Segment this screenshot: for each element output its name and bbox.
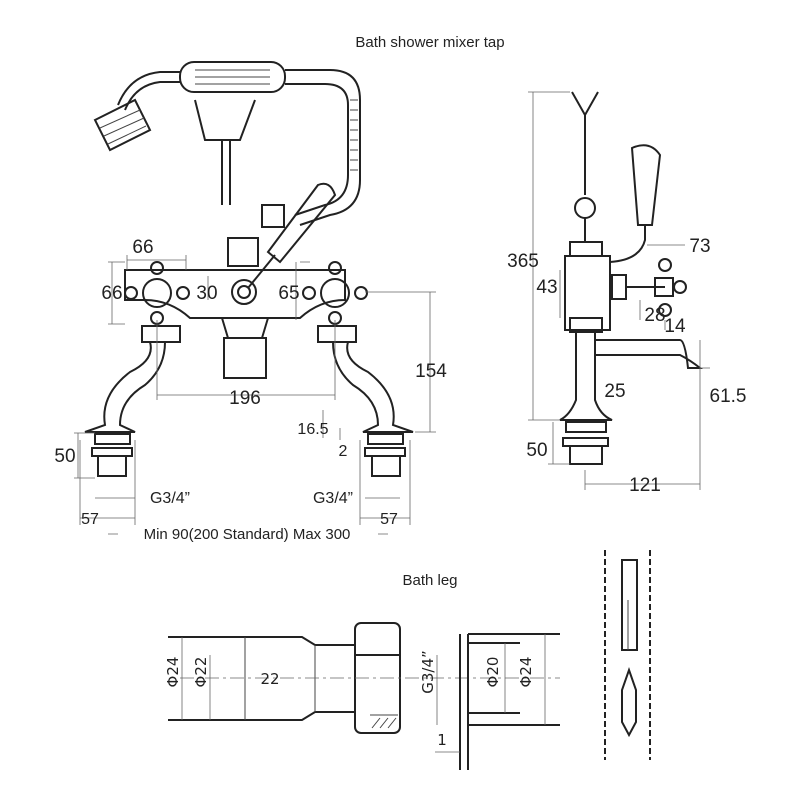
cross-handle-right — [302, 261, 368, 325]
dim-valve-offset: 28 — [644, 305, 665, 326]
dim-body-to-handle: 65 — [278, 283, 299, 304]
side-view: 365 73 43 28 14 25 61.5 50 121 — [507, 91, 747, 496]
dim-spacing-range: Min 90(200 Standard) Max 300 — [144, 526, 351, 543]
front-dimension-lines — [74, 255, 436, 535]
bath-leg-section — [168, 550, 651, 770]
dim-leg-length: 22 — [260, 670, 279, 688]
dim-thread-right: G3/4” — [313, 490, 353, 507]
leg-right — [317, 325, 414, 477]
dim-flange-right: 57 — [380, 511, 398, 528]
side-dimension-lines — [528, 91, 710, 490]
cross-handle-left — [124, 261, 190, 325]
title-main: Bath shower mixer tap — [355, 34, 504, 51]
lever-handle — [247, 182, 337, 289]
tap-body — [124, 237, 346, 379]
dim-body-height: 30 — [196, 283, 217, 304]
dim-leg-seat-dia: Φ20 — [484, 657, 502, 688]
dim-thread-left: G3/4” — [150, 490, 190, 507]
dim-leg-height: 50 — [54, 446, 75, 467]
dim-flange-left: 57 — [81, 511, 99, 528]
dim-lever-reach: 73 — [689, 236, 710, 257]
dim-leg-outer-dia-right: Φ24 — [517, 657, 535, 688]
dim-flange-thickness: 2 — [339, 443, 348, 460]
front-view: 66 66 30 65 154 196 16.5 2 50 G3/4” G3/4… — [54, 61, 447, 543]
dim-handle-height: 66 — [101, 283, 122, 304]
dim-leg-inner-dia: Φ22 — [192, 657, 210, 688]
title-bath-leg: Bath leg — [402, 572, 457, 589]
dim-leg-thread: G3/4” — [419, 650, 437, 694]
dim-handle-depth: 14 — [664, 316, 686, 337]
dim-spout-reach: 121 — [629, 475, 661, 496]
dim-total-height: 365 — [507, 251, 539, 272]
dim-spout-height: 61.5 — [710, 386, 747, 407]
dim-side-leg-height: 50 — [526, 440, 547, 461]
shower-handset — [93, 61, 361, 228]
dim-handle-width-top: 66 — [132, 237, 153, 258]
leg-left — [84, 325, 181, 477]
dim-side-body-height: 43 — [536, 277, 557, 298]
side-body — [559, 91, 703, 465]
dim-flange-gap: 16.5 — [297, 421, 328, 438]
dim-leg-outer-dia-left: Φ24 — [164, 657, 182, 688]
dim-center-spacing: 196 — [229, 388, 261, 409]
dim-leg-wall: 1 — [437, 731, 447, 749]
dim-overall-height: 154 — [415, 361, 447, 382]
dim-pillar-dia: 25 — [604, 381, 625, 402]
